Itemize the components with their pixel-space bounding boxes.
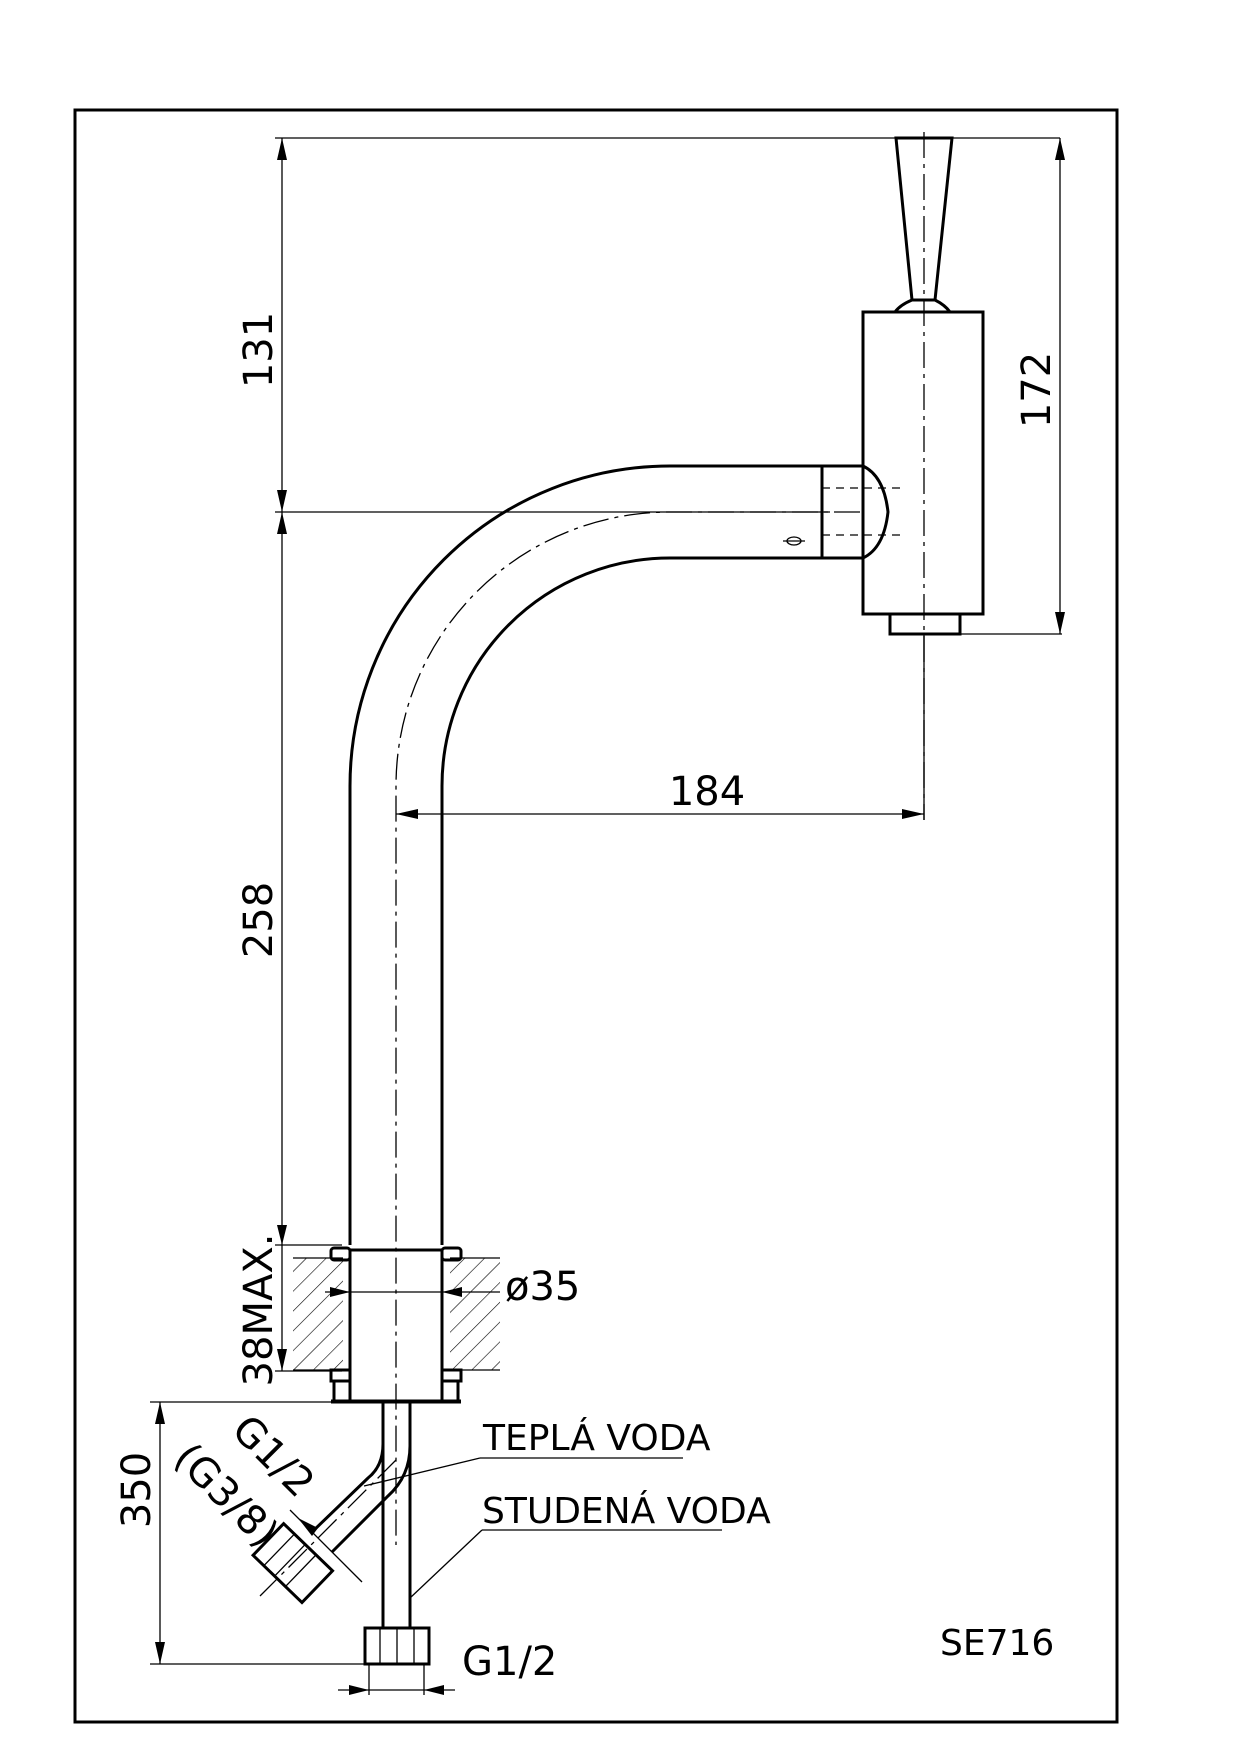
faucet-outline xyxy=(348,132,985,1545)
countertop-left xyxy=(293,1258,343,1370)
screw-mark xyxy=(783,536,805,546)
drawing-frame xyxy=(73,108,1119,1724)
cold-water-label: STUDENÁ VODA xyxy=(482,1490,771,1532)
dimension-labels: 131 258 172 184 38MAX. ø35 350 G1/2 (G3/… xyxy=(114,312,1060,1685)
hot-water-label: TEPLÁ VODA xyxy=(482,1417,711,1459)
countertop-right xyxy=(450,1258,500,1370)
cartridge-body xyxy=(861,310,985,616)
spout-centerline xyxy=(395,511,860,1545)
mounting-assembly xyxy=(293,1246,500,1404)
side-fitting xyxy=(250,1521,335,1605)
dimension-lines xyxy=(150,137,1065,1695)
dim-diameter-35: ø35 xyxy=(505,1264,580,1310)
dim-172: 172 xyxy=(1014,352,1060,428)
dim-38max: 38MAX. xyxy=(236,1234,282,1387)
dim-184: 184 xyxy=(669,769,745,815)
spout-inner xyxy=(440,556,822,1245)
spout-outer xyxy=(348,464,822,1245)
thread-bottom: G1/2 xyxy=(462,1639,557,1685)
dim-350: 350 xyxy=(114,1452,160,1528)
dim-258: 258 xyxy=(236,882,282,958)
model-code: SE716 xyxy=(940,1623,1054,1664)
connection-hoses xyxy=(250,1402,431,1666)
callout-labels: TEPLÁ VODA STUDENÁ VODA SE716 xyxy=(482,1417,1054,1664)
dim-131: 131 xyxy=(236,312,282,388)
cartridge-bottom-cap xyxy=(888,612,962,636)
